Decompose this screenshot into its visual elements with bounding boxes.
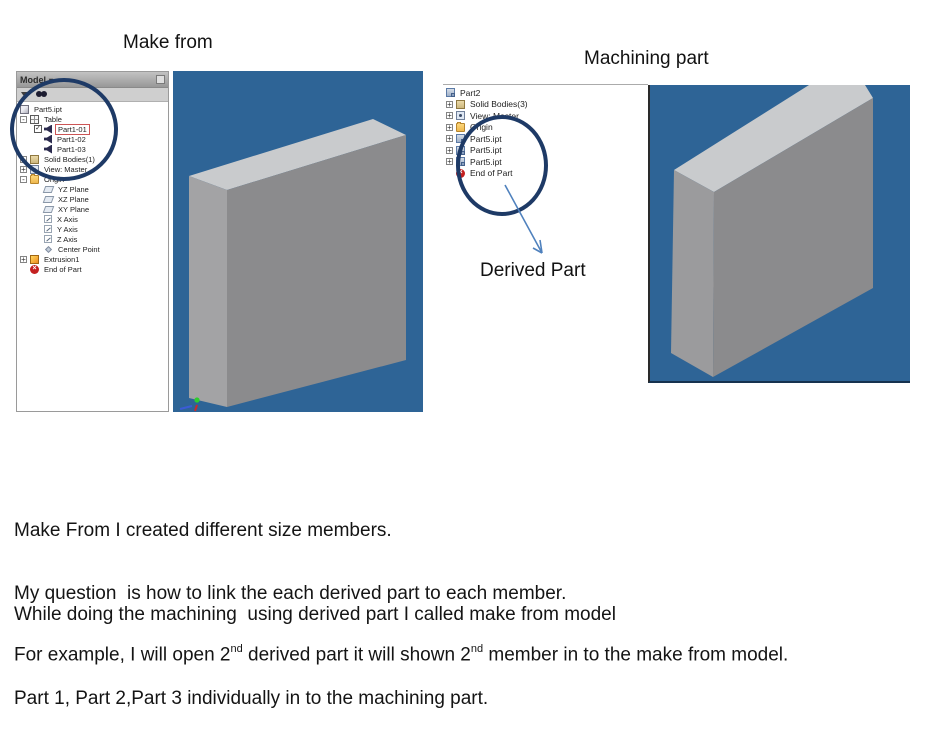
expand-icon[interactable] — [20, 255, 27, 263]
body-line-1: Make From I created different size membe… — [14, 520, 392, 541]
machining-part-title: Machining part — [584, 48, 709, 69]
example-superscript-1: nd — [230, 643, 243, 655]
annotation-circle-left — [10, 78, 118, 181]
tree-item-label: Center Point — [58, 244, 100, 254]
folder-icon — [456, 121, 465, 132]
tree-item-label: End of Part — [44, 264, 82, 274]
center-point-icon — [44, 245, 53, 253]
body-question-line: My question is how to link the each deri… — [14, 583, 567, 604]
tree-item-z-axis[interactable]: Z Axis — [17, 234, 168, 244]
tree-item-label: XY Plane — [58, 204, 90, 214]
example-superscript-2: nd — [470, 643, 484, 655]
view-icon — [456, 111, 465, 121]
expand-icon[interactable] — [446, 100, 453, 108]
expand-icon[interactable] — [446, 112, 453, 120]
tree-item-view-master[interactable]: View: Master — [443, 110, 648, 122]
tree-item-label: Extrusion1 — [44, 254, 80, 264]
block-3d-model — [179, 119, 406, 412]
tree-item-label: XZ Plane — [58, 194, 89, 204]
panel-options-button[interactable] — [156, 75, 165, 84]
tree-item-extrusion1[interactable]: Extrusion1 — [17, 254, 168, 264]
coordinate-triad-icon — [179, 404, 198, 412]
tree-item-yz-plane[interactable]: YZ Plane — [17, 184, 168, 194]
example-prefix: For example, I will open 2 — [14, 644, 231, 666]
plane-icon — [42, 196, 55, 203]
origin-point-marker — [194, 397, 200, 403]
example-middle: derived part it will shown 2 — [242, 644, 471, 666]
end-of-part-icon — [30, 264, 39, 274]
tree-item-label: Part2 — [460, 87, 481, 98]
make-from-viewport[interactable] — [173, 71, 423, 412]
tree-item-label: Z Axis — [57, 234, 78, 244]
browser-header-title: Model — [20, 74, 46, 85]
body-line-2: While doing the machining using derived … — [14, 604, 616, 625]
example-suffix: member in to the make from model. — [483, 644, 789, 666]
extrusion-icon — [30, 254, 39, 264]
tree-item-label: X Axis — [57, 214, 78, 224]
axis-icon — [44, 215, 52, 223]
derived-part-label: Derived Part — [480, 260, 586, 281]
tree-item-x-axis[interactable]: X Axis — [17, 214, 168, 224]
plane-icon — [42, 206, 55, 213]
expand-icon[interactable] — [446, 123, 453, 131]
tree-item-end-of-part[interactable]: End of Part — [17, 264, 168, 274]
axis-icon — [44, 225, 52, 233]
tree-item-label: Y Axis — [57, 224, 78, 234]
tree-item-part2-root[interactable]: Part2 — [443, 87, 648, 99]
solid-bodies-icon — [456, 99, 465, 109]
tree-item-xz-plane[interactable]: XZ Plane — [17, 194, 168, 204]
tree-item-label: YZ Plane — [58, 184, 89, 194]
make-from-title: Make from — [123, 32, 213, 53]
derived-part-icon — [446, 88, 455, 98]
annotation-circle-right — [456, 115, 548, 216]
tree-item-center-point[interactable]: Center Point — [17, 244, 168, 254]
tree-item-solid-bodies[interactable]: Solid Bodies(3) — [443, 99, 648, 111]
expand-icon[interactable] — [446, 135, 453, 143]
expand-icon[interactable] — [20, 165, 27, 173]
tree-item-xy-plane[interactable]: XY Plane — [17, 204, 168, 214]
collapse-icon[interactable] — [20, 175, 27, 183]
body-example-line: For example, I will open 2nd derived par… — [14, 636, 788, 669]
plane-icon — [42, 186, 55, 193]
expand-icon[interactable] — [446, 158, 453, 166]
body-line-3: Part 1, Part 2,Part 3 individually in to… — [14, 688, 489, 709]
tree-item-label: Solid Bodies(3) — [470, 99, 528, 110]
annotation-arrow — [504, 184, 543, 254]
axis-icon — [44, 235, 52, 243]
machining-viewport[interactable] — [648, 85, 910, 383]
folder-icon — [30, 173, 39, 184]
tree-item-y-axis[interactable]: Y Axis — [17, 224, 168, 234]
expand-icon[interactable] — [446, 146, 453, 154]
block-3d-model — [671, 85, 873, 377]
